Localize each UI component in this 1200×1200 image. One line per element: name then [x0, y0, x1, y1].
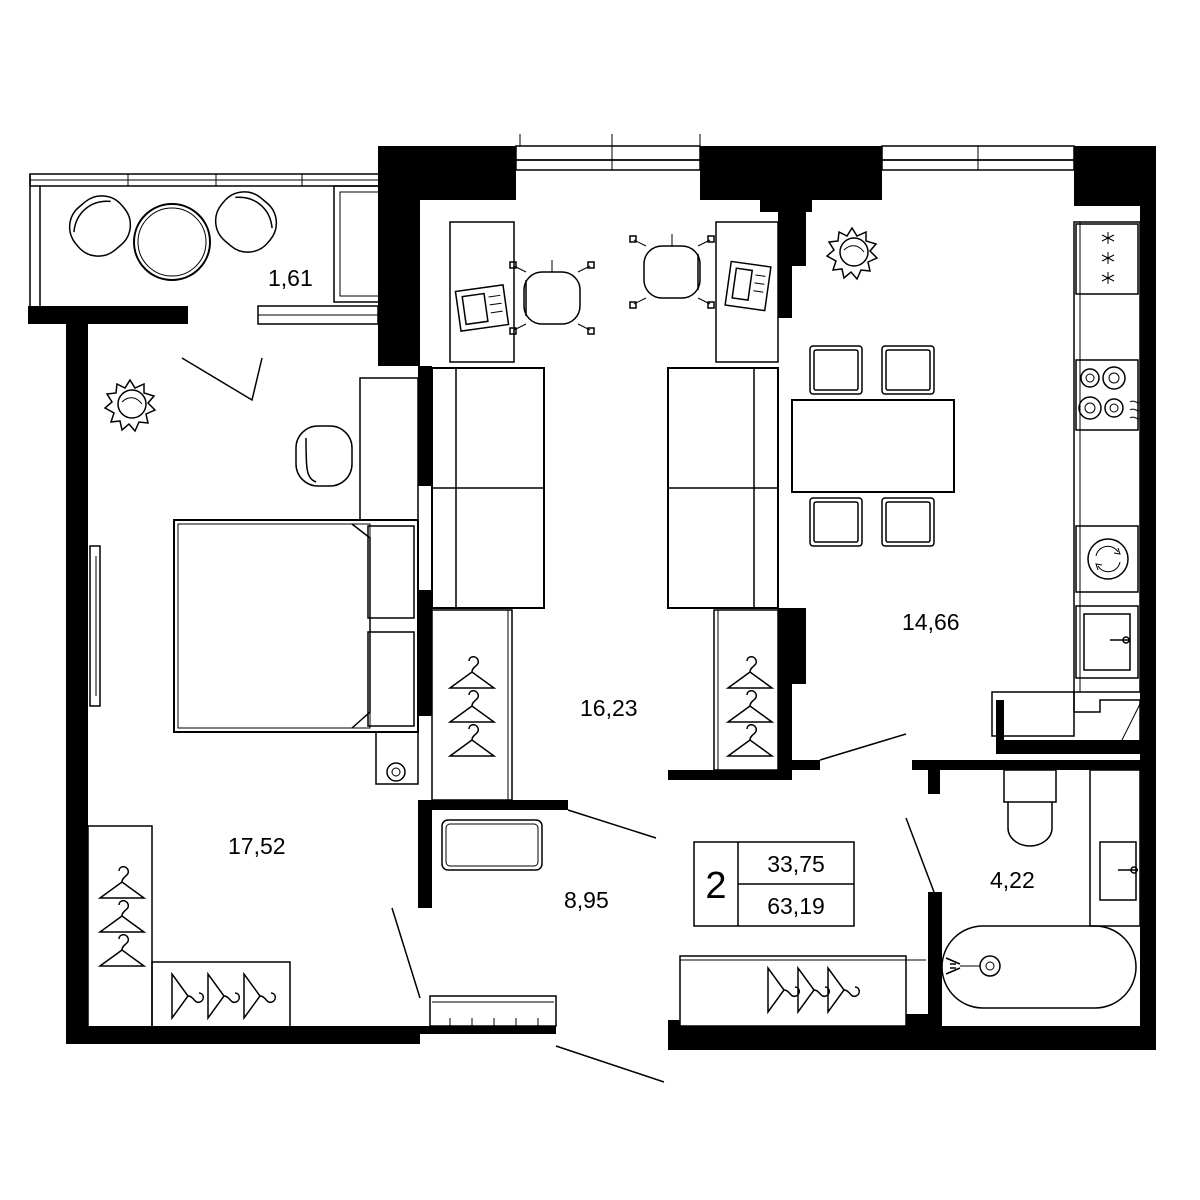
- chair-icon: [68, 195, 132, 257]
- summary-box: 2 33,75 63,19: [693, 841, 855, 927]
- hanger-icon: [797, 967, 831, 1013]
- bathtub-icon: [941, 925, 1137, 1009]
- plant-icon: [826, 227, 878, 280]
- total-area-value: 63,19: [767, 893, 825, 919]
- hall-furniture: [429, 819, 926, 1027]
- kitchen-cabinet: [991, 691, 1141, 745]
- kitchen-counter: [1073, 221, 1141, 693]
- chair-icon: [881, 345, 935, 395]
- sink-icon: [1075, 605, 1139, 679]
- pouf-icon: [295, 425, 353, 487]
- hanger-icon: [243, 973, 277, 1019]
- bedroom-furniture: [87, 377, 419, 1029]
- bench-icon: [441, 819, 543, 871]
- walls: [28, 146, 1156, 1050]
- wardrobe-icon: [679, 955, 926, 1027]
- bed-icon: [173, 519, 419, 733]
- wardrobe-icon: [151, 961, 291, 1029]
- balcony-furniture: [68, 185, 387, 303]
- windows: [29, 134, 1075, 325]
- hall-area-label: 8,95: [564, 887, 609, 913]
- cooktop-icon: [1075, 359, 1143, 431]
- wardrobe-icon: [431, 609, 779, 801]
- rooms-count: 2: [705, 865, 726, 907]
- sink-icon: [1089, 769, 1141, 927]
- bathroom-area-label: 4,22: [990, 867, 1035, 893]
- study-furniture: [431, 221, 779, 801]
- chair-icon: [809, 345, 863, 395]
- hanger-icon: [99, 865, 145, 899]
- wardrobe-icon: [359, 377, 419, 521]
- pillow-icon: [367, 525, 415, 727]
- laptop-icon: [454, 284, 510, 332]
- room-labels: 1,61 17,52 16,23 14,66 8,95 4,22: [228, 265, 1035, 913]
- bathroom-furniture: [941, 769, 1141, 1009]
- kitchen-furniture: [791, 221, 1143, 745]
- study-area-label: 16,23: [580, 695, 638, 721]
- tv-icon: [89, 545, 101, 707]
- balcony-area-label: 1,61: [268, 265, 313, 291]
- hanger-icon: [449, 689, 495, 723]
- hanger-icon: [207, 973, 241, 1019]
- hanger-icon: [767, 967, 801, 1013]
- toilet-icon: [1003, 769, 1057, 847]
- hanger-icon: [727, 723, 773, 757]
- hanger-icon: [171, 973, 205, 1019]
- plant-icon: [104, 379, 156, 432]
- stove-icon: [1075, 223, 1139, 295]
- hanger-icon: [99, 899, 145, 933]
- hanger-icon: [449, 723, 495, 757]
- nightstand-icon: [375, 731, 419, 785]
- chair-icon: [809, 497, 863, 547]
- chair-icon: [881, 497, 935, 547]
- living-area-value: 33,75: [767, 851, 825, 877]
- hanger-icon: [827, 967, 861, 1013]
- hanger-icon: [99, 933, 145, 967]
- office-chair-icon: [629, 234, 715, 309]
- round-table-icon: [133, 203, 211, 281]
- dining-table-icon: [791, 399, 955, 493]
- laptop-icon: [724, 260, 772, 312]
- cabinet-icon: [333, 185, 387, 303]
- bedroom-area-label: 17,52: [228, 833, 286, 859]
- office-chair-icon: [509, 260, 595, 335]
- wardrobe-icon: [87, 825, 153, 1029]
- hanger-icon: [727, 689, 773, 723]
- shoe-rack-icon: [429, 995, 557, 1027]
- washing-machine-icon: [1075, 525, 1139, 593]
- sofa-icon: [431, 367, 779, 609]
- doors: [181, 357, 935, 1083]
- hanger-icon: [727, 655, 773, 689]
- chair-icon: [214, 191, 278, 253]
- kitchen-area-label: 14,66: [902, 609, 960, 635]
- desk-icon: [449, 221, 779, 363]
- hanger-icon: [449, 655, 495, 689]
